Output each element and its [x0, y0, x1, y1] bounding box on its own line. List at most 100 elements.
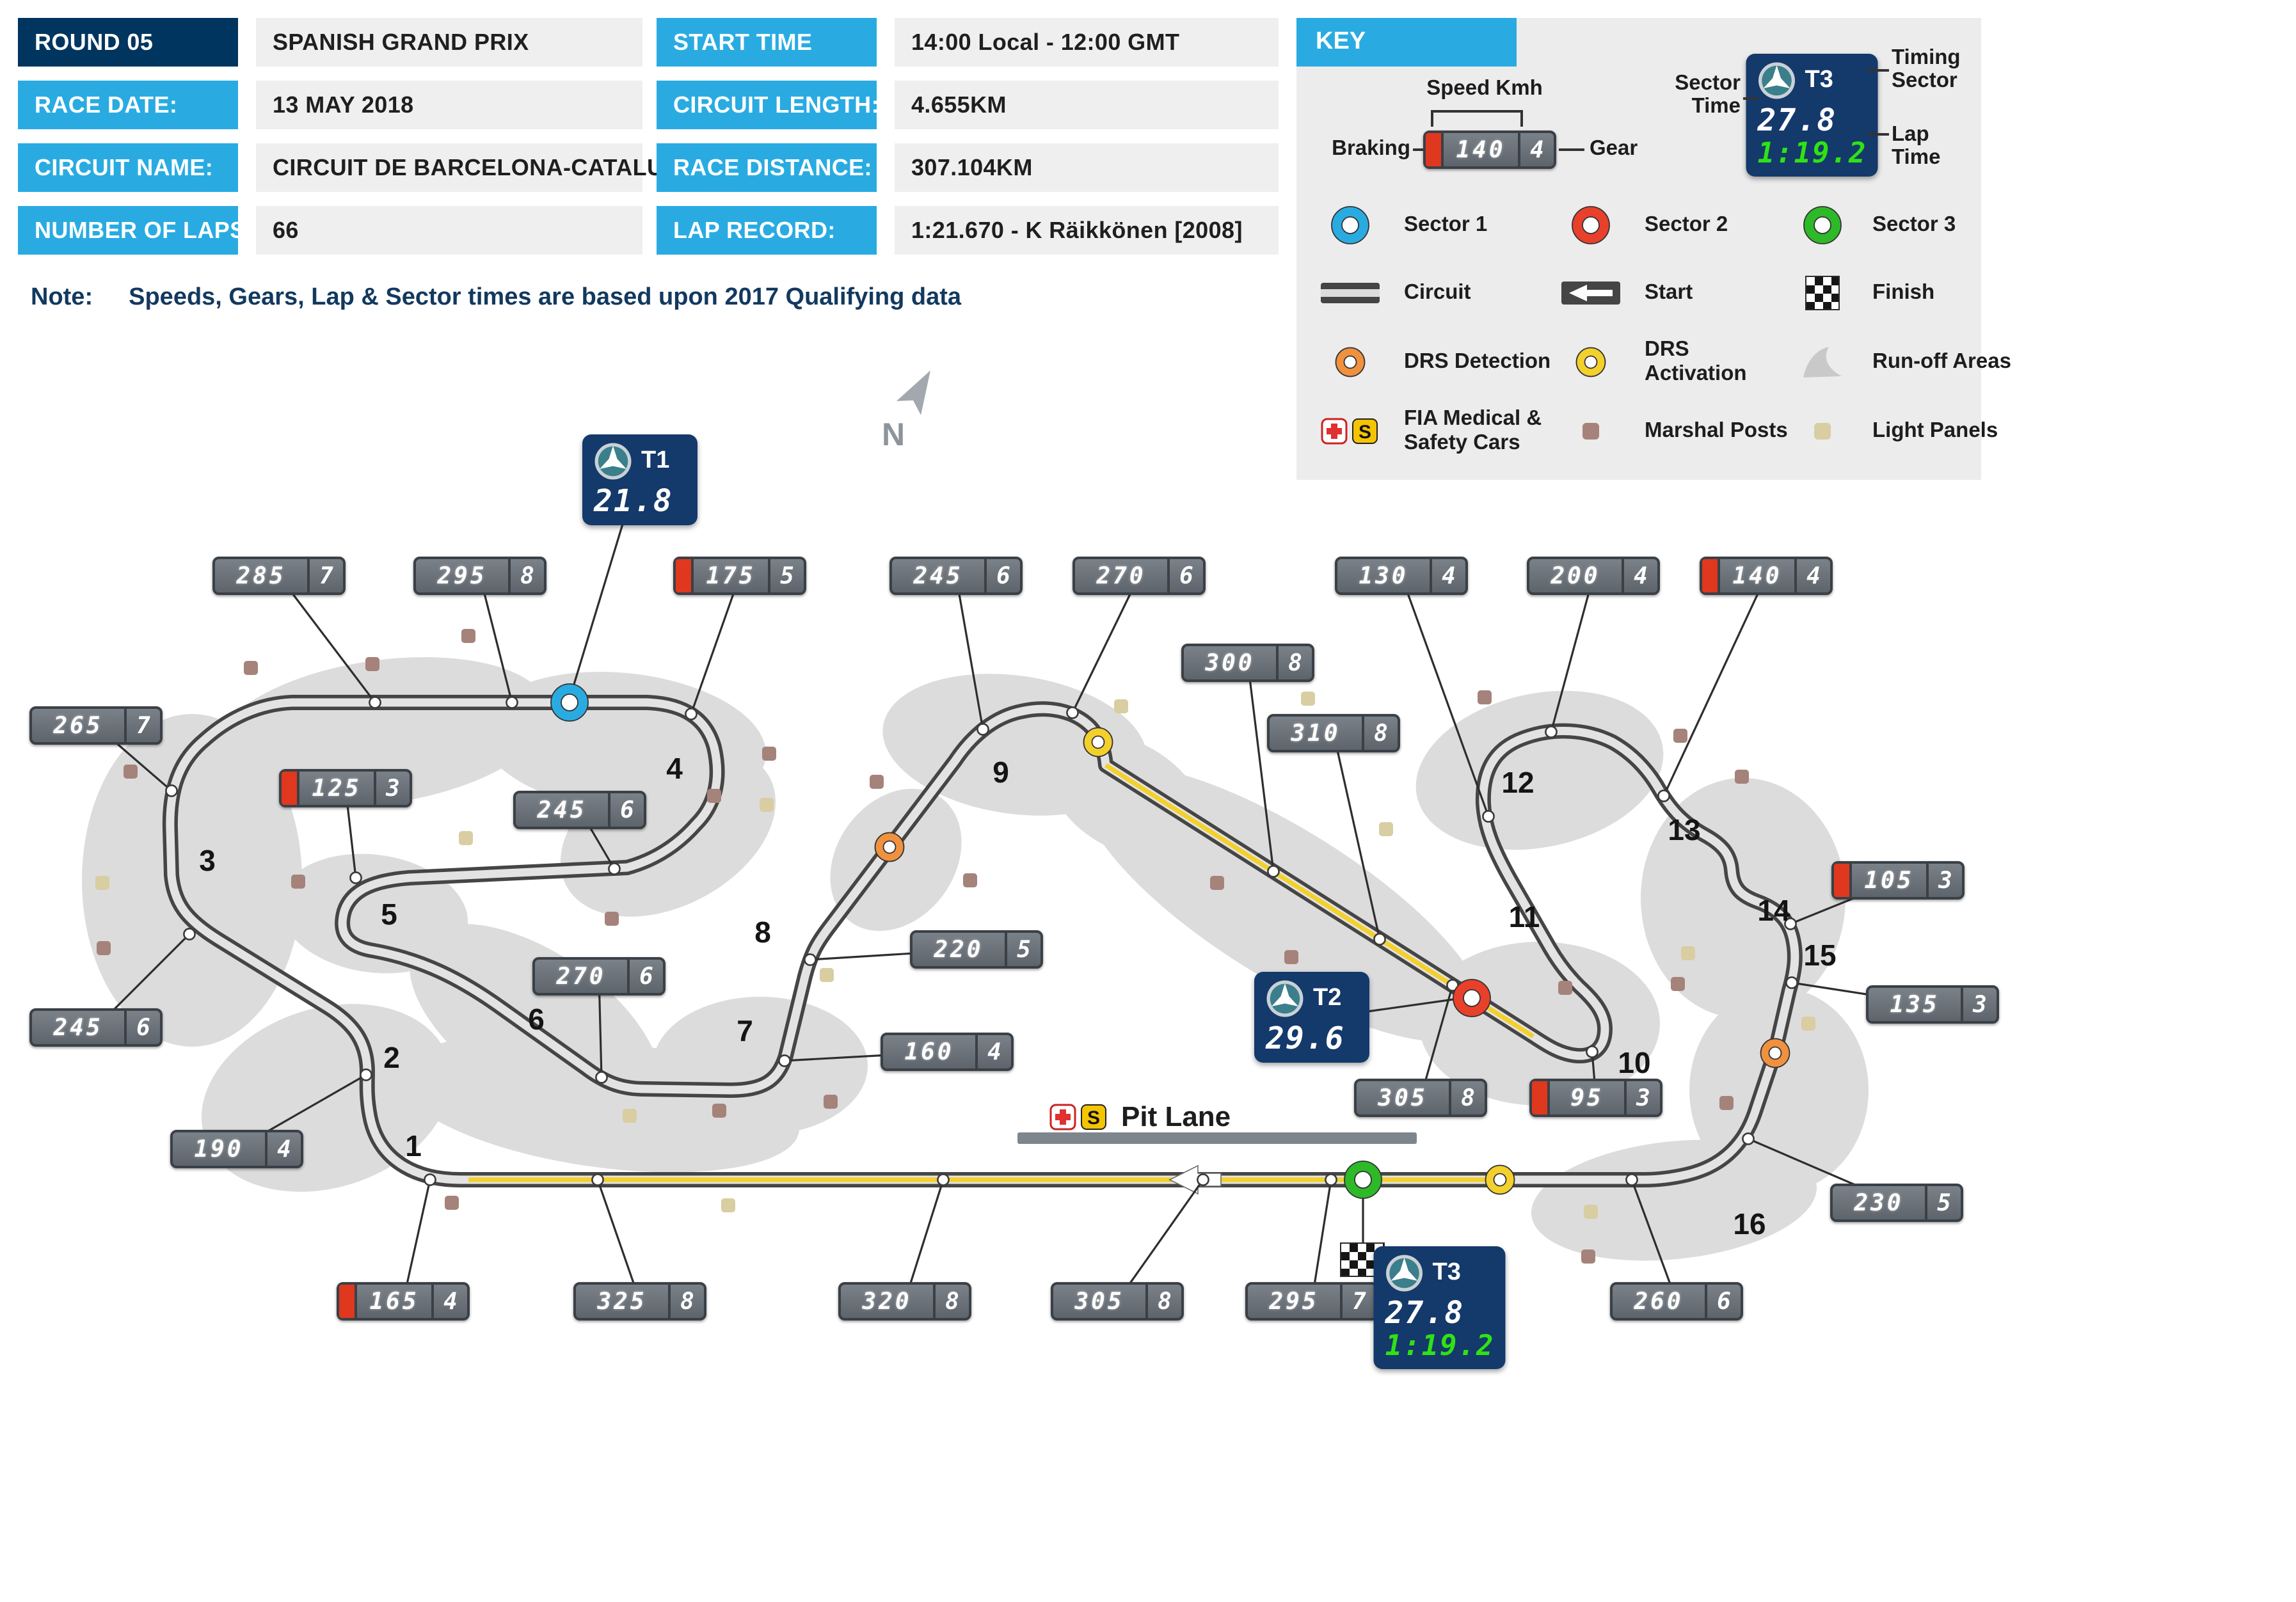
key-bracket-line [1431, 110, 1523, 113]
gear-value: 6 [1705, 1285, 1741, 1318]
marshal-post-icon [1673, 729, 1687, 743]
speed-value: 300 [1205, 649, 1255, 676]
braking-zone-indicator [339, 1285, 357, 1318]
timing-badge-header: T2 [1266, 979, 1358, 1018]
measurement-point [804, 953, 817, 966]
speed-value: 245 [537, 797, 587, 823]
marshal-post-icon [762, 747, 776, 761]
timing-sector-id: T3 [1805, 67, 1833, 93]
measurement-point [778, 1054, 791, 1067]
leader-line [1662, 575, 1767, 797]
measurement-point [506, 696, 518, 709]
light-panel-icon [1301, 692, 1315, 706]
mercedes-star-icon [1266, 980, 1303, 1017]
pit-lane-label: Pit Lane [1121, 1100, 1231, 1132]
measurement-point [1197, 1173, 1209, 1186]
braking-zone-indicator [1702, 559, 1720, 592]
info-value-mid-0: 14:00 Local - 12:00 GMT [895, 18, 1279, 67]
pit-lane-road [1017, 1132, 1417, 1144]
svg-text:S: S [1359, 422, 1371, 443]
sector1-marker-icon [1327, 202, 1373, 248]
legend-label: Light Panels [1872, 419, 1998, 443]
key-timing-sector-label: Timing Sector [1892, 46, 1961, 93]
measurement-point [608, 862, 621, 875]
info-value-mid-2: 307.104KM [895, 143, 1279, 192]
north-arrow-icon [896, 370, 930, 415]
measurement-point [360, 1068, 372, 1081]
turn-number-6: 6 [528, 1003, 545, 1036]
timing-drs-markers [550, 683, 1790, 1199]
speed-value: 260 [1634, 1288, 1684, 1315]
measurement-point [1742, 1132, 1755, 1145]
marshal-post-icon [124, 765, 138, 779]
marshal-post-icon [605, 912, 619, 926]
speed-value: 245 [913, 562, 963, 589]
leader-line [1400, 575, 1490, 817]
leader-line [955, 575, 984, 730]
turn-number-12: 12 [1501, 766, 1535, 799]
info-value-left-2: CIRCUIT DE BARCELONA-CATALUNYA [256, 143, 711, 192]
leader-line [479, 575, 513, 703]
turn-number-5: 5 [381, 898, 397, 931]
gear-value: 5 [768, 559, 804, 592]
sector-time-value: 27.8 [1757, 102, 1837, 138]
measurement-point [1545, 726, 1558, 738]
light-panel-icon [95, 876, 109, 890]
leader-line [278, 575, 376, 703]
light-panel-icon [820, 968, 834, 982]
light-panel-icon [1681, 946, 1695, 960]
speed-value: 325 [597, 1288, 647, 1315]
sector1-marker-icon [550, 683, 589, 722]
light-panel-icon [459, 831, 473, 845]
legend-label: Finish [1872, 281, 1935, 305]
marshal-post-icon [1210, 876, 1224, 890]
sector-time-value: 27.8 [1385, 1295, 1465, 1331]
sector2-marker-icon [1568, 202, 1614, 248]
gear-value: 8 [933, 1285, 969, 1318]
gear-value: 3 [374, 772, 410, 805]
key-speed-kmh-label: Speed Kmh [1426, 77, 1543, 100]
gear-value: 4 [1622, 559, 1657, 592]
timing-badge-header: T3 [1385, 1254, 1495, 1292]
marshal-post-icon [1719, 1096, 1734, 1110]
circuit-icon [1321, 282, 1380, 305]
light-panel-icon [1812, 421, 1833, 441]
gear-value: 6 [608, 793, 644, 827]
marshal-post-icon [1735, 770, 1749, 784]
gear-value: 7 [124, 709, 160, 742]
gear-value: 5 [1005, 933, 1040, 966]
turn-number-3: 3 [199, 844, 216, 877]
marshal-post-icon [97, 941, 111, 955]
key-sector-time-label: Sector Time [1675, 72, 1741, 118]
light-panel-icon [760, 798, 774, 812]
speed-value: 105 [1864, 867, 1914, 894]
info-label-mid-2: RACE DISTANCE: [657, 143, 877, 192]
north-label: N [881, 417, 905, 453]
braking-zone-indicator [676, 559, 694, 592]
info-value-left-1: 13 MAY 2018 [256, 81, 642, 129]
light-panel-icon [1379, 822, 1393, 836]
drs-activation-icon [1083, 727, 1113, 757]
mercedes-star-icon [1758, 62, 1796, 99]
legend-label: DRS Detection [1404, 350, 1551, 374]
speed-value: 285 [236, 562, 286, 589]
leader-line [1550, 575, 1595, 733]
leader-line [1630, 1179, 1678, 1302]
braking-zone-indicator [1834, 864, 1852, 897]
key-lap-time-label: Lap Time [1892, 123, 1941, 170]
speed-value: 160 [904, 1038, 954, 1065]
key-title: KEY [1296, 18, 1517, 67]
